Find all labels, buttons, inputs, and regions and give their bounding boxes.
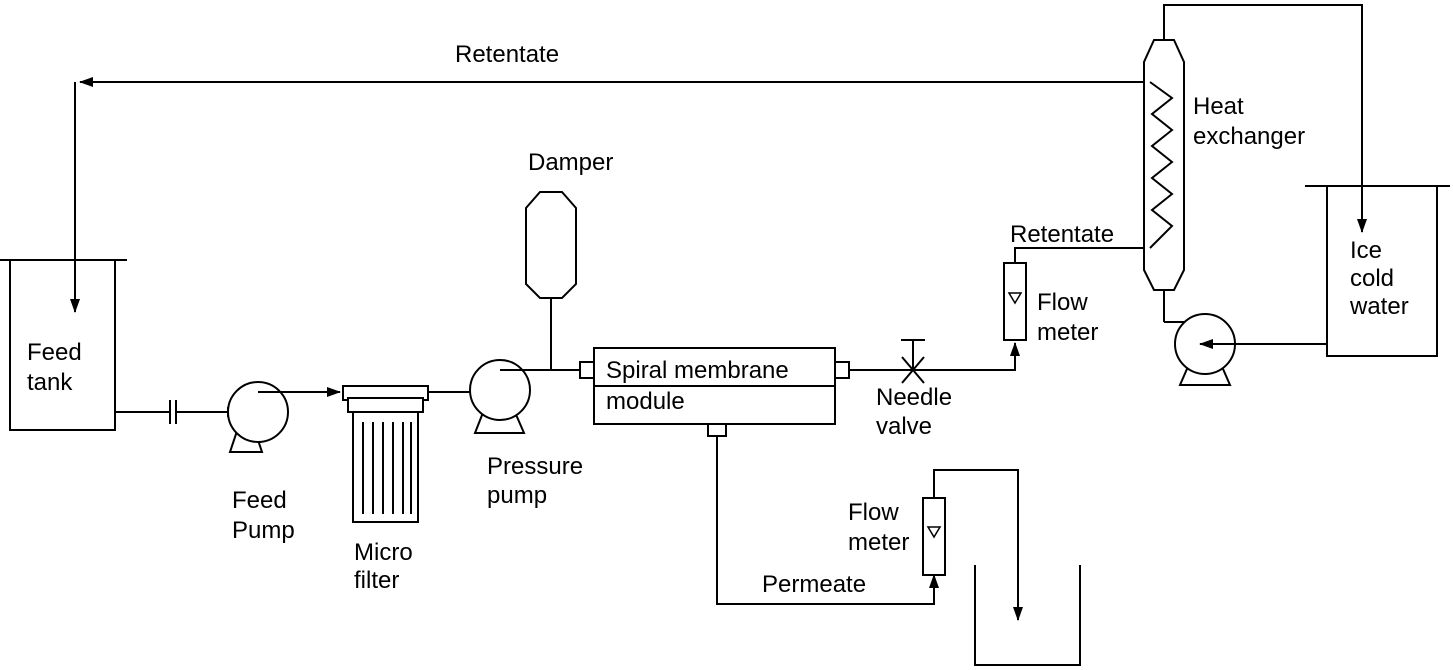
label-flow-meter-bottom-line2: meter xyxy=(848,529,909,556)
pressure-pump xyxy=(469,359,531,434)
permeate-outlet-line xyxy=(933,469,1023,621)
label-micro-filter-line2: filter xyxy=(354,567,399,594)
label-retentate-side: Retentate xyxy=(1010,221,1114,248)
label-permeate: Permeate xyxy=(762,571,866,598)
feed-tank xyxy=(0,259,127,431)
label-flow-meter-top-line1: Flow xyxy=(1037,289,1088,316)
retentate-return-line xyxy=(70,77,1150,313)
spiral-membrane-module xyxy=(579,347,850,437)
cooling-water-pump xyxy=(1174,313,1236,386)
label-needle-valve-line2: valve xyxy=(876,413,932,440)
feed-pump xyxy=(227,381,289,453)
retentate-outlet-line xyxy=(849,342,1020,371)
label-membrane-line2: module xyxy=(606,388,685,415)
heat-exchanger xyxy=(1143,39,1185,323)
label-flow-meter-bottom-line1: Flow xyxy=(848,499,899,526)
flow-meter-top xyxy=(1003,262,1027,341)
label-ice-line3: water xyxy=(1349,293,1409,320)
label-membrane-line1: Spiral membrane xyxy=(606,357,789,384)
label-feed-pump-line1: Feed xyxy=(232,487,287,514)
feed-line xyxy=(115,400,241,424)
label-retentate-top: Retentate xyxy=(455,41,559,68)
permeate-tank xyxy=(974,565,1081,666)
damper xyxy=(525,191,577,370)
label-feed-pump-line2: Pump xyxy=(232,517,295,544)
label-pressure-pump-line2: pump xyxy=(487,482,547,509)
label-ice-line1: Ice xyxy=(1350,237,1382,264)
label-heat-exchanger-line1: Heat xyxy=(1193,93,1244,120)
ice-water-tank xyxy=(1305,185,1450,357)
label-feed-tank-line2: tank xyxy=(27,369,73,396)
permeate-line xyxy=(716,436,939,605)
label-pressure-pump-line1: Pressure xyxy=(487,453,583,480)
micro-filter xyxy=(342,385,429,523)
cooling-water-line xyxy=(1163,4,1367,233)
label-feed-tank-line1: Feed xyxy=(27,339,82,366)
label-micro-filter-line1: Micro xyxy=(354,539,413,566)
label-damper: Damper xyxy=(528,149,613,176)
label-needle-valve-line1: Needle xyxy=(876,384,952,411)
flow-meter-bottom xyxy=(922,497,946,576)
label-heat-exchanger-line2: exchanger xyxy=(1193,123,1305,150)
needle-valve xyxy=(901,339,925,384)
label-flow-meter-top-line2: meter xyxy=(1037,319,1098,346)
label-ice-line2: cold xyxy=(1350,265,1394,292)
retentate-to-heat-exchanger-line xyxy=(1014,247,1150,263)
